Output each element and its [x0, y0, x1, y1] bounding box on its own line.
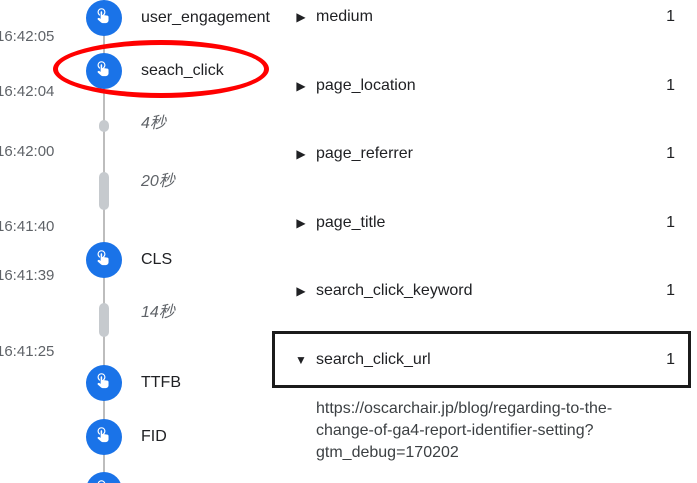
parameter-name: search_click_keyword [316, 282, 473, 299]
chevron-right-icon[interactable]: ▶ [296, 216, 306, 230]
timeline-time-label: 16:42:00 [0, 143, 55, 160]
event-parameters-panel: ▶ medium 1 ▶ page_location 1 ▶ page_referrer 1 ▶ p… [282, 0, 697, 483]
timeline-gap-marker [99, 172, 109, 210]
touch-tap-icon[interactable] [86, 242, 122, 278]
chevron-down-icon[interactable]: ▼ [295, 353, 307, 367]
parameter-count: 1 [666, 8, 675, 25]
parameter-count: 1 [666, 145, 675, 162]
chevron-right-icon[interactable]: ▶ [296, 147, 306, 161]
parameter-name: page_title [316, 214, 386, 231]
parameter-name: page_referrer [316, 145, 413, 162]
parameter-row[interactable]: ▼ search_click_url 1 [282, 345, 697, 375]
parameter-count: 1 [666, 351, 675, 368]
timeline-spine [103, 0, 105, 483]
parameter-count: 1 [666, 214, 675, 231]
timeline-gap-marker [99, 120, 109, 132]
parameter-row[interactable]: ▶ medium 1 [282, 2, 697, 32]
event-timeline-panel: 16:42:05 16:42:04 16:42:00 16:41:40 16:41:39… [0, 0, 281, 483]
parameter-name: page_location [316, 77, 416, 94]
timeline-gap-marker [99, 303, 109, 337]
touch-tap-icon[interactable] [86, 53, 122, 89]
parameter-name: search_click_url [316, 351, 431, 368]
touch-tap-icon[interactable] [86, 0, 122, 36]
timeline-time-label: 16:42:05 [0, 28, 55, 45]
timeline-gap-duration: 14秒 [141, 304, 175, 321]
parameter-row[interactable]: ▶ page_referrer 1 [282, 139, 697, 169]
parameter-count: 1 [666, 282, 675, 299]
timeline-time-label: 16:42:04 [0, 83, 55, 100]
chevron-right-icon[interactable]: ▶ [296, 284, 306, 298]
parameter-count: 1 [666, 77, 675, 94]
parameter-row[interactable]: ▶ page_title 1 [282, 208, 697, 238]
touch-tap-icon[interactable] [86, 365, 122, 401]
timeline-time-label: 16:41:39 [0, 267, 55, 284]
timeline-time-label: 16:41:40 [0, 218, 55, 235]
timeline-event-label[interactable]: TTFB [141, 374, 181, 391]
touch-tap-icon[interactable] [86, 472, 122, 483]
timeline-gap-duration: 20秒 [141, 173, 175, 190]
timeline-event-label[interactable]: CLS [141, 251, 173, 268]
parameter-name: medium [316, 8, 373, 25]
timeline-event-label[interactable]: seach_click [141, 62, 224, 79]
panel-divider [281, 0, 282, 483]
parameter-row[interactable]: ▶ page_location 1 [282, 71, 697, 101]
timeline-event-label[interactable]: FID [141, 428, 167, 445]
parameter-value-text: https://oscarchair.jp/blog/regarding-to-… [316, 400, 613, 461]
timeline-event-label[interactable]: user_engagement [141, 9, 270, 26]
chevron-right-icon[interactable]: ▶ [296, 10, 306, 24]
parameter-row[interactable]: ▶ search_click_keyword 1 [282, 276, 697, 306]
chevron-right-icon[interactable]: ▶ [296, 79, 306, 93]
touch-tap-icon[interactable] [86, 419, 122, 455]
timeline-time-label: 16:41:25 [0, 343, 55, 360]
timeline-gap-duration: 4秒 [141, 115, 166, 132]
